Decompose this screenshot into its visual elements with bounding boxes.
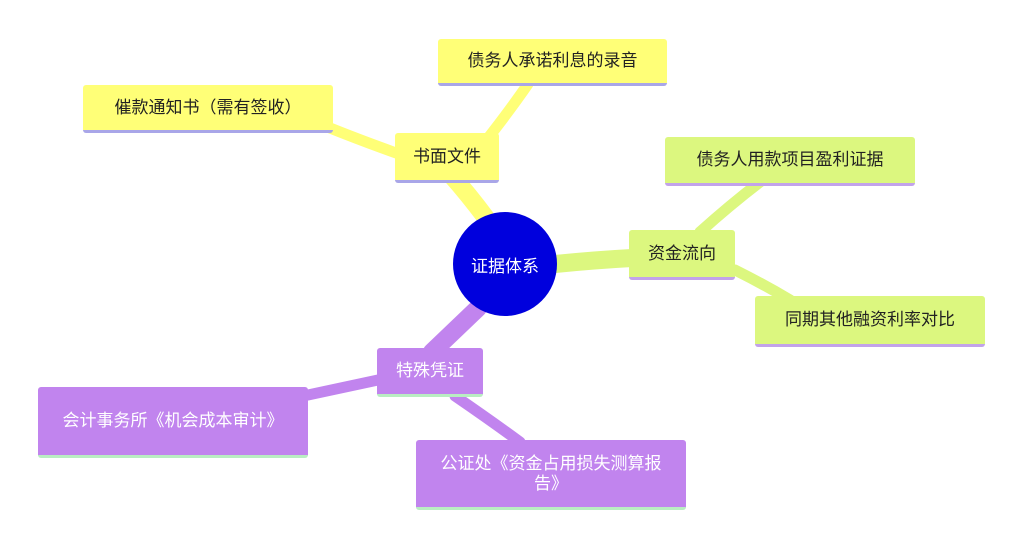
connector-special-evidence-report: [449, 390, 526, 448]
leaf-node-project-profit: 债务人用款项目盈利证据: [665, 137, 915, 186]
connector-root-special-evidence: [423, 299, 487, 361]
connector-written-docs-notice: [324, 122, 402, 159]
leaf-node-interest-recording: 债务人承诺利息的录音: [438, 39, 667, 86]
branch-node-written-docs: 书面文件: [395, 133, 499, 183]
connector-root-fund-flow: [546, 249, 641, 273]
connector-fund-flow-profit: [694, 176, 766, 238]
branch-node-fund-flow: 资金流向: [629, 230, 735, 280]
branch-node-special-evidence: 特殊凭证: [377, 348, 483, 397]
connector-special-evidence-audit: [302, 374, 384, 401]
leaf-node-opportunity-cost-audit: 会计事务所《机会成本审计》: [38, 387, 308, 458]
leaf-node-rate-comparison: 同期其他融资利率对比: [755, 296, 985, 347]
leaf-node-collection-notice: 催款通知书（需有签收）: [83, 85, 333, 133]
leaf-node-loss-estimate-report: 公证处《资金占用损失测算报告》: [416, 440, 686, 510]
root-node: 证据体系: [453, 212, 557, 316]
